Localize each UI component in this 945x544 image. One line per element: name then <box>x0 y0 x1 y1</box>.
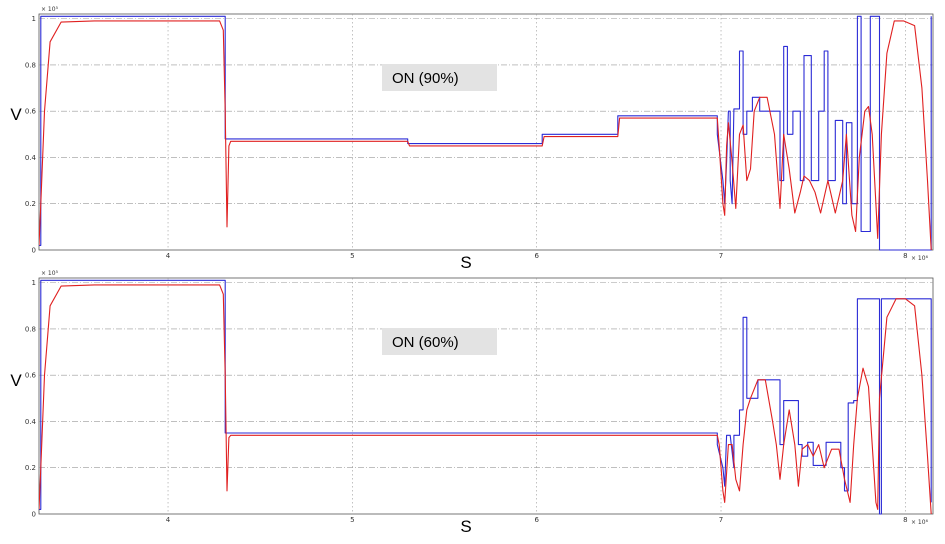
series-line-red <box>39 284 932 515</box>
y-tick-label: 1 <box>32 15 36 23</box>
y-axis-label: V <box>10 105 22 124</box>
series-line-blue <box>39 279 932 515</box>
x-axis-label: S <box>460 253 471 272</box>
x-tick-label: 5 <box>350 252 354 260</box>
x-tick-label: 4 <box>166 252 171 260</box>
y-tick-label: 0.8 <box>25 325 36 333</box>
x-tick-label: 6 <box>534 516 539 524</box>
y-tick-label: 0.2 <box>25 464 36 472</box>
annotation-box <box>382 328 497 355</box>
y-tick-label: 1 <box>32 279 36 287</box>
annotation-box <box>382 64 497 91</box>
y-axis-multiplier: × 10⁵ <box>41 270 59 277</box>
y-tick-label: 0.4 <box>25 154 37 162</box>
x-tick-label: 8 <box>903 252 907 260</box>
y-axis-multiplier: × 10⁵ <box>41 6 59 13</box>
annotation-label: ON (90%) <box>392 70 459 87</box>
x-tick-label: 7 <box>719 516 723 524</box>
x-tick-label: 5 <box>350 516 354 524</box>
y-tick-label: 0.6 <box>25 108 37 116</box>
y-tick-label: 0.2 <box>25 200 36 208</box>
y-axis-label: V <box>10 371 22 390</box>
x-tick-label: 7 <box>719 252 723 260</box>
x-tick-label: 6 <box>534 252 539 260</box>
series-group <box>39 15 932 251</box>
y-tick-label: 0 <box>32 511 36 519</box>
chart-panel-bottom: 4 5 6 7 8 0 0.2 0.4 0.6 0.8 1 × 10⁵ × 10⁶ S V ON (60%) <box>10 270 934 536</box>
x-tick-label: 8 <box>903 516 907 524</box>
y-tick-label: 0.6 <box>25 372 37 380</box>
chart-panel-top: 4 5 6 7 8 0 0.2 0.4 0.6 0.8 1 × 10⁵ × 10⁶ S V ON (90%) <box>10 6 934 272</box>
y-tick-label: 0.8 <box>25 61 36 69</box>
series-line-blue <box>39 15 932 251</box>
series-line-red <box>39 20 932 251</box>
plot-frame <box>38 277 934 515</box>
x-axis-multiplier: × 10⁶ <box>911 255 929 262</box>
plot-frame <box>38 13 934 251</box>
series-group <box>39 279 932 515</box>
x-tick-label: 4 <box>166 516 171 524</box>
y-tick-label: 0.4 <box>25 418 37 426</box>
x-axis-multiplier: × 10⁶ <box>911 519 929 526</box>
x-axis-label: S <box>460 517 471 536</box>
annotation-label: ON (60%) <box>392 334 459 351</box>
y-tick-label: 0 <box>32 247 36 255</box>
